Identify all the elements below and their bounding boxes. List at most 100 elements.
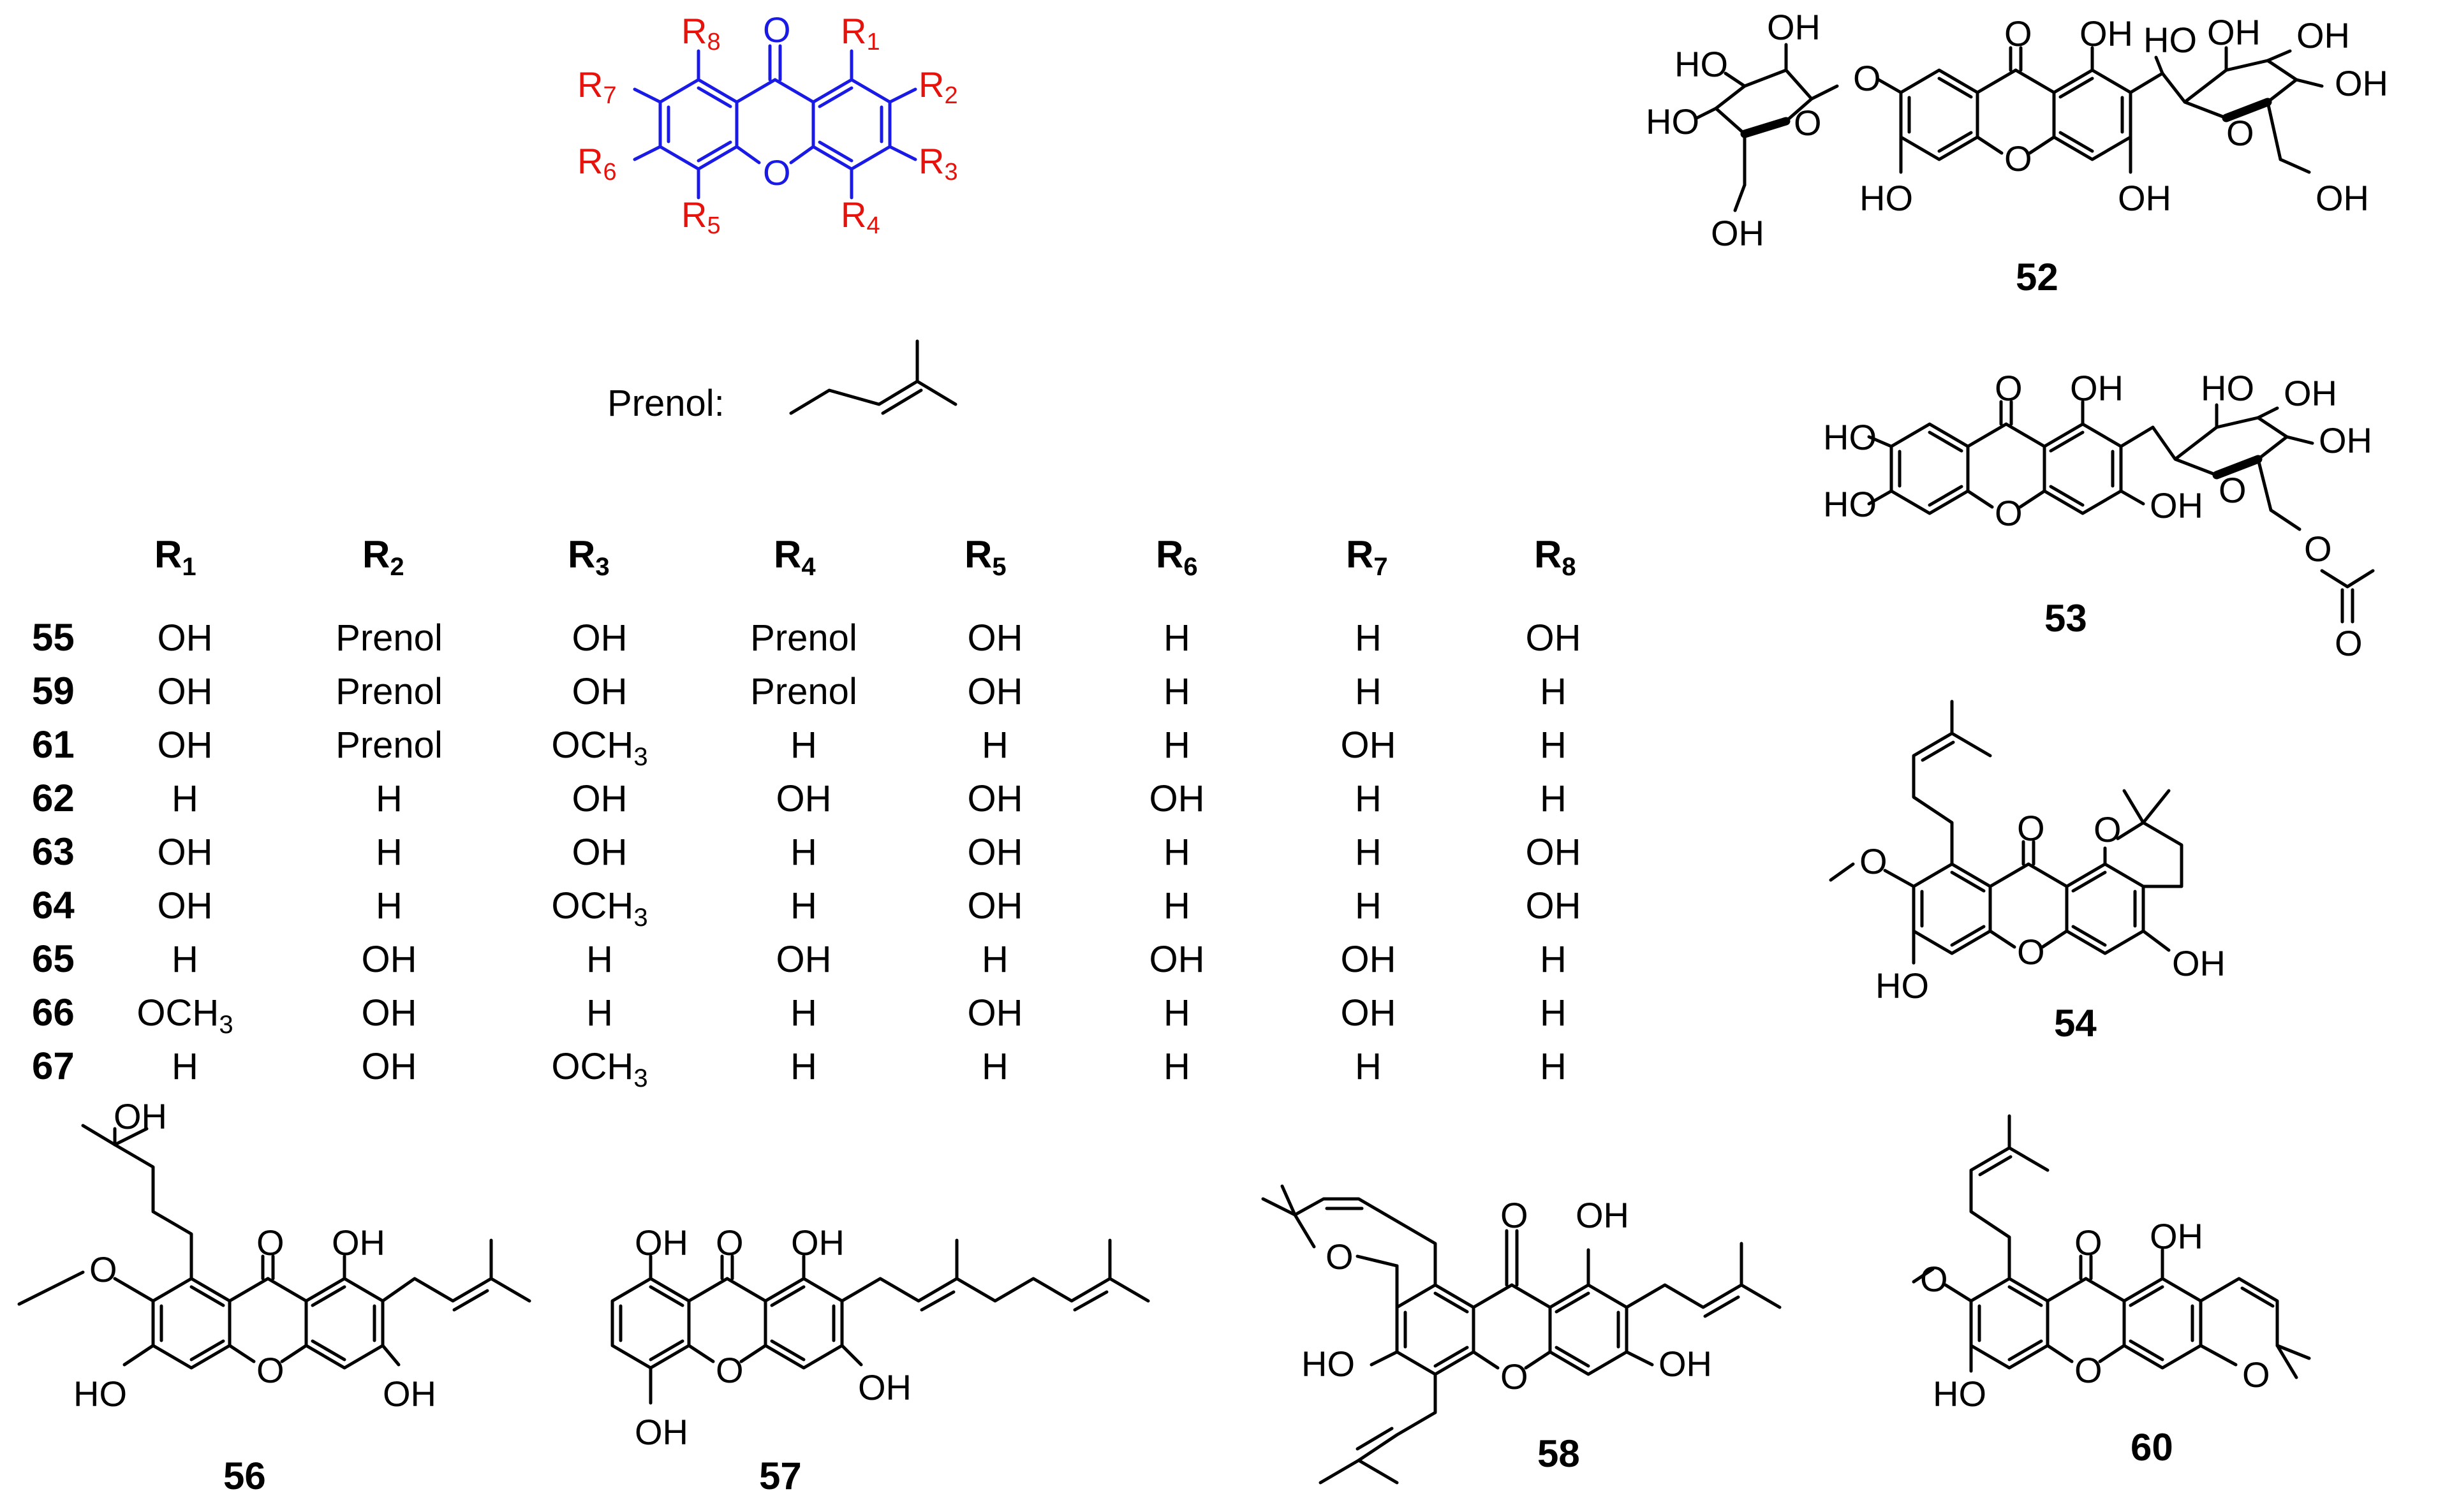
svg-text:O: O xyxy=(256,1222,284,1263)
svg-text:OH: OH xyxy=(635,1412,688,1452)
table-cell: H xyxy=(1355,671,1382,712)
table-cell: H xyxy=(982,1046,1008,1087)
table-cell: OH xyxy=(158,617,213,659)
svg-text:HO: HO xyxy=(1823,417,1877,457)
ring-oxygen: O xyxy=(763,152,791,193)
svg-text:OH: OH xyxy=(383,1374,436,1414)
svg-text:O: O xyxy=(2304,529,2332,569)
compound-53: O O HO HO OH OH O HO OH OH O O 53 xyxy=(1823,368,2375,663)
table-cell: OH xyxy=(968,671,1023,712)
svg-text:O: O xyxy=(2335,623,2363,663)
table-header: R1 R2 R3 R4 R5 R6 R7 R8 xyxy=(154,533,1576,581)
svg-text:O: O xyxy=(1500,1356,1528,1397)
table-cell: H xyxy=(1164,832,1190,873)
svg-text:OH: OH xyxy=(1659,1344,1712,1384)
svg-text:O: O xyxy=(89,1249,117,1289)
svg-text:HO: HO xyxy=(1646,101,1699,142)
svg-text:R1: R1 xyxy=(154,533,196,581)
table-cell: H xyxy=(790,832,817,873)
svg-text:O: O xyxy=(2004,13,2032,54)
svg-text:O: O xyxy=(716,1350,744,1390)
table-cell: OH xyxy=(158,671,213,712)
svg-text:O: O xyxy=(1995,368,2023,408)
table-cell: OH xyxy=(968,832,1023,873)
compound-57: O O OH OH OH OH 57 xyxy=(610,1222,1150,1497)
table-cell: H xyxy=(790,992,817,1034)
svg-text:O: O xyxy=(1853,58,1881,98)
substituent-r3: R3 xyxy=(919,141,958,186)
table-cell: H xyxy=(790,885,817,927)
svg-text:R4: R4 xyxy=(774,533,816,581)
svg-text:OH: OH xyxy=(2335,63,2388,103)
table-cell: OH xyxy=(572,671,628,712)
svg-text:OH: OH xyxy=(2296,15,2350,55)
svg-text:O: O xyxy=(2094,809,2122,849)
svg-text:OH: OH xyxy=(858,1367,912,1407)
table-cell: OH xyxy=(362,992,417,1034)
svg-text:OH: OH xyxy=(1576,1195,1629,1235)
svg-text:R8: R8 xyxy=(681,11,721,55)
svg-text:OH: OH xyxy=(2207,12,2261,52)
svg-text:OH: OH xyxy=(1767,7,1821,47)
table-cell: H xyxy=(586,939,613,980)
table-cell: H xyxy=(1164,617,1190,659)
svg-text:OH: OH xyxy=(2118,178,2171,218)
svg-text:OH: OH xyxy=(2080,13,2133,54)
svg-text:O: O xyxy=(716,1222,744,1263)
table-cell: OH xyxy=(968,992,1023,1034)
svg-text:HO: HO xyxy=(2143,20,2197,60)
svg-text:OH: OH xyxy=(2319,420,2372,460)
compound-56: O O OH O HO OH OH 56 xyxy=(17,1096,531,1497)
table-cell: OH xyxy=(776,939,832,980)
compound-53-label: 53 xyxy=(2044,597,2087,640)
table-cell: OH xyxy=(1341,939,1396,980)
svg-text:O: O xyxy=(1794,103,1822,143)
table-cell: OH xyxy=(158,885,213,927)
row-compound-id: 64 xyxy=(32,884,75,927)
svg-text:O: O xyxy=(2017,932,2045,972)
table-cell: H xyxy=(1164,671,1190,712)
table-cell: OH xyxy=(968,778,1023,819)
svg-text:R2: R2 xyxy=(919,64,958,109)
compound-54-label: 54 xyxy=(2054,1002,2097,1045)
row-compound-id: 67 xyxy=(32,1045,75,1087)
compound-56-label: 56 xyxy=(223,1455,266,1497)
table-cell: H xyxy=(1540,671,1567,712)
compound-58: O O O HO OH OH 58 xyxy=(1261,1184,1782,1485)
row-compound-id: 55 xyxy=(32,616,75,659)
svg-text:OH: OH xyxy=(2070,368,2124,408)
row-compound-id: 62 xyxy=(32,777,75,819)
table-cell: H xyxy=(1355,885,1382,927)
table-cell: OH xyxy=(158,832,213,873)
xanthone-core-structure: O O R8 R1 R7 R2 R6 R3 R5 R4 xyxy=(577,10,958,239)
table-cell: OH xyxy=(362,939,417,980)
table-cell: H xyxy=(376,885,403,927)
table-cell: H xyxy=(1164,992,1190,1034)
table-cell: OH xyxy=(1149,778,1205,819)
compound-60-label: 60 xyxy=(2131,1426,2173,1469)
table-cell: OH xyxy=(572,617,628,659)
svg-text:R6: R6 xyxy=(577,141,617,186)
compound-58-label: 58 xyxy=(1537,1432,1580,1475)
table-cell: OCH3 xyxy=(551,724,647,771)
table-cell: H xyxy=(586,992,613,1034)
table-cell: Prenol xyxy=(750,617,857,659)
svg-text:OH: OH xyxy=(2284,373,2337,413)
substituent-r4: R4 xyxy=(841,195,880,239)
table-cell: OH xyxy=(1149,939,1205,980)
substituent-r5: R5 xyxy=(681,195,721,239)
table-cell: H xyxy=(172,1046,198,1087)
svg-text:OH: OH xyxy=(1711,213,1764,253)
svg-text:O: O xyxy=(1995,493,2023,533)
svg-text:OH: OH xyxy=(114,1096,167,1136)
table-cell: H xyxy=(1355,832,1382,873)
